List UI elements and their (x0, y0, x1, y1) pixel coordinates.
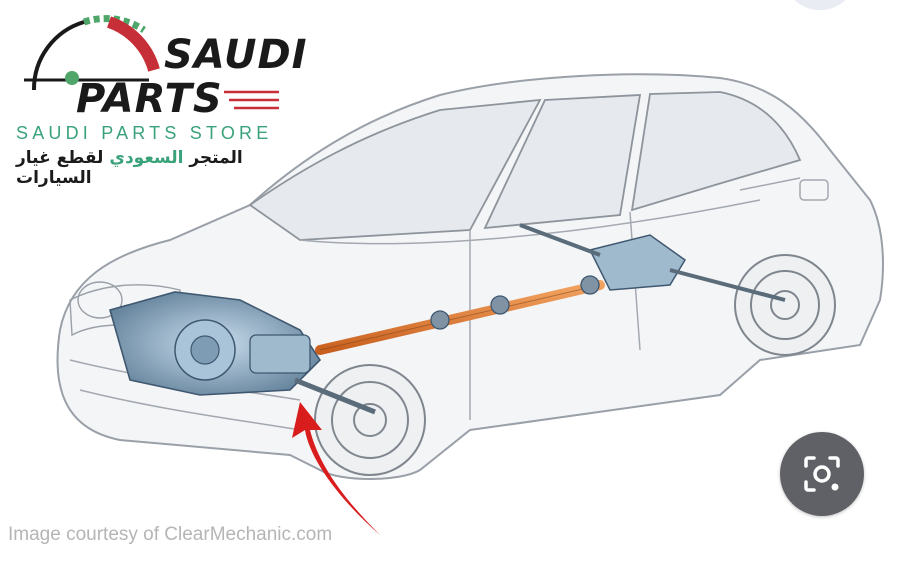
store-ar-part2: السعودي (109, 148, 184, 168)
brand-logo: SAUDI PARTS SAUDI PARTS STORE المتجر الس… (14, 10, 314, 188)
brand-name-top: SAUDI (164, 32, 308, 78)
rear-axle-shafts (519, 223, 786, 302)
rear-wheel (734, 254, 836, 356)
prop-shaft (315, 275, 605, 355)
store-name-arabic: المتجر السعودي لقطع غيار السيارات (16, 148, 312, 188)
speed-lines-icon (224, 90, 279, 110)
engine-transmission (109, 291, 322, 396)
image-search-icon (804, 456, 840, 492)
front-half-shaft (294, 377, 376, 415)
image-credit: Image courtesy of ClearMechanic.com (8, 524, 333, 545)
corner-overlay (790, 0, 850, 10)
front-wheel (314, 364, 426, 476)
store-name-english: SAUDI PARTS STORE (16, 123, 273, 143)
red-arrow-icon (292, 402, 380, 535)
store-ar-part3: لقطع غيار السيارات (16, 148, 110, 188)
brand-name-bottom: PARTS (76, 76, 223, 122)
car-windows (248, 91, 802, 241)
speedometer-icon (24, 15, 160, 91)
image-search-button[interactable] (780, 432, 864, 516)
store-ar-part1: المتجر (183, 148, 243, 168)
